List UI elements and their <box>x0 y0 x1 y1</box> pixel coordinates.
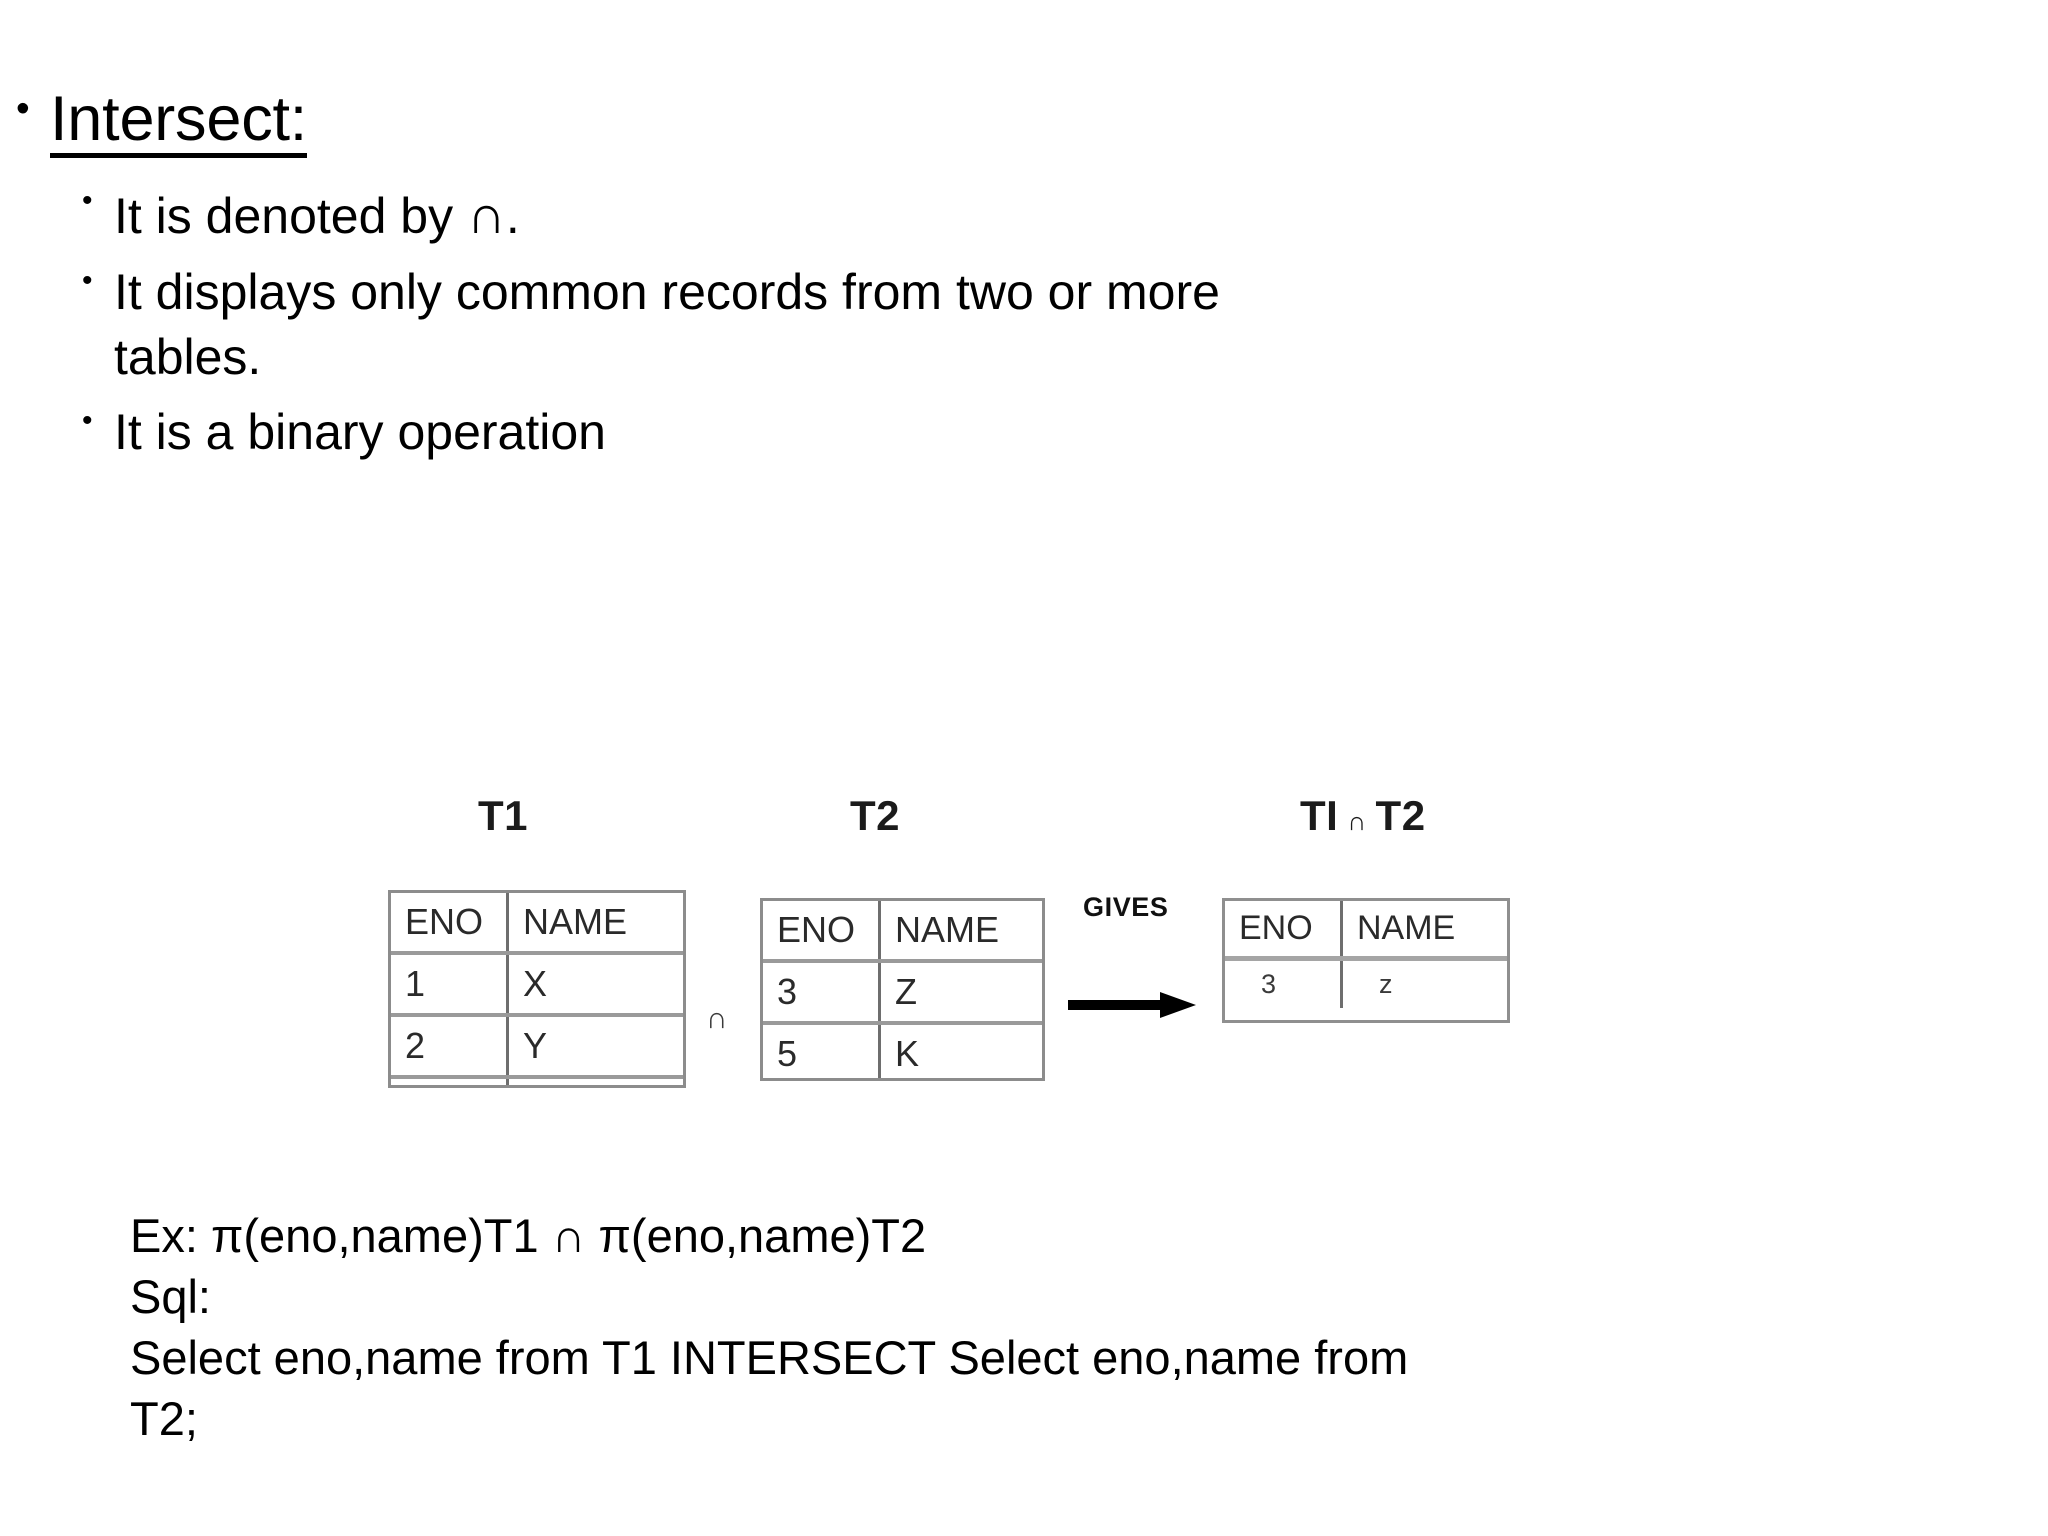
table-row: 5 K <box>763 1021 1042 1078</box>
table-row-header: ENO NAME <box>391 893 683 951</box>
bullet-item-binary-operation: • It is a binary operation <box>78 400 1294 465</box>
table-row: 1 X <box>391 951 683 1013</box>
bullet-binary-operation-label: It is a binary operation <box>114 404 606 461</box>
cell-name: Z <box>895 971 917 1012</box>
table-t1-title: T1 <box>478 792 529 839</box>
result-title-intersect-symbol: ∩ <box>1347 806 1367 836</box>
table-t1: ENO NAME 1 X 2 Y <box>388 890 686 1088</box>
sub-bullet-list: • It is denoted by ∩. • It displays only c… <box>0 180 1900 465</box>
table-result: ENO NAME 3 z <box>1222 898 1510 1023</box>
table-row-header: ENO NAME <box>763 901 1042 959</box>
cell-eno: 3 <box>763 963 881 1021</box>
cell-name: K <box>895 1033 920 1074</box>
column-header-eno: ENO <box>391 893 509 951</box>
sql-statement: Select eno,name from T1 INTERSECT Select… <box>130 1331 1421 1446</box>
column-header-name: NAME <box>1357 909 1456 947</box>
bullet-item-common-records: • It displays only common records from tw… <box>78 260 1294 390</box>
cell-eno: 2 <box>391 1017 509 1075</box>
bullet-denoted-suffix: . <box>505 188 520 244</box>
table-row-header: ENO NAME <box>1225 901 1507 956</box>
example-expression: Ex: π(eno,name)T1 ∩ π(eno,name)T2 <box>130 1209 927 1262</box>
table-row: 3 Z <box>763 959 1042 1021</box>
bullet-common-records-label: It displays only common records from two… <box>114 264 1220 386</box>
table-row: 3 z <box>1225 956 1507 1008</box>
column-header-eno: ENO <box>763 901 881 959</box>
cell-eno: 1 <box>391 955 509 1013</box>
column-header-eno: ENO <box>1225 901 1343 956</box>
bullet-icon: • <box>82 183 93 217</box>
table-t2-title: T2 <box>850 792 901 839</box>
intersect-symbol: ∩ <box>467 185 506 245</box>
table-row: 2 Y <box>391 1013 683 1075</box>
cell-eno: 3 <box>1225 961 1343 1008</box>
bullet-item-denoted: • It is denoted by ∩. <box>78 180 1294 250</box>
cell-eno: 5 <box>763 1025 881 1078</box>
bullet-icon: • <box>82 264 93 298</box>
cell-name: Y <box>523 1025 548 1066</box>
result-title-t2: T2 <box>1375 792 1426 839</box>
page-title: Intersect: <box>50 88 307 158</box>
table-t2: ENO NAME 3 Z 5 K <box>760 898 1045 1081</box>
page-title-bullet: • Intersect: <box>0 88 1900 158</box>
bullet-icon: • <box>16 86 30 130</box>
sql-label: Sql: <box>130 1270 211 1324</box>
cell-name: X <box>523 963 548 1004</box>
intersect-diagram: T1 ENO NAME 1 X 2 Y ∩ T2 E <box>0 780 2048 1090</box>
intersect-operator-symbol: ∩ <box>706 1002 728 1035</box>
result-title-t1: TI <box>1300 792 1339 839</box>
gives-label: GIVES <box>1083 892 1169 922</box>
bullet-icon: • <box>82 404 93 438</box>
column-header-name: NAME <box>523 901 628 942</box>
table-row-truncated <box>391 1075 683 1085</box>
bullet-denoted-prefix: It is denoted by <box>114 188 468 244</box>
example-text-block: Ex: π(eno,name)T1 ∩ π(eno,name)T2 Sql: S… <box>130 1205 1930 1449</box>
cell-name: z <box>1379 969 1393 999</box>
bullet-content: • Intersect: • It is denoted by ∩. • It dis… <box>0 88 1900 475</box>
right-arrow-icon <box>1068 992 1196 1018</box>
table-result-title: TI ∩ T2 <box>1300 792 1426 840</box>
column-header-name: NAME <box>895 909 1000 950</box>
